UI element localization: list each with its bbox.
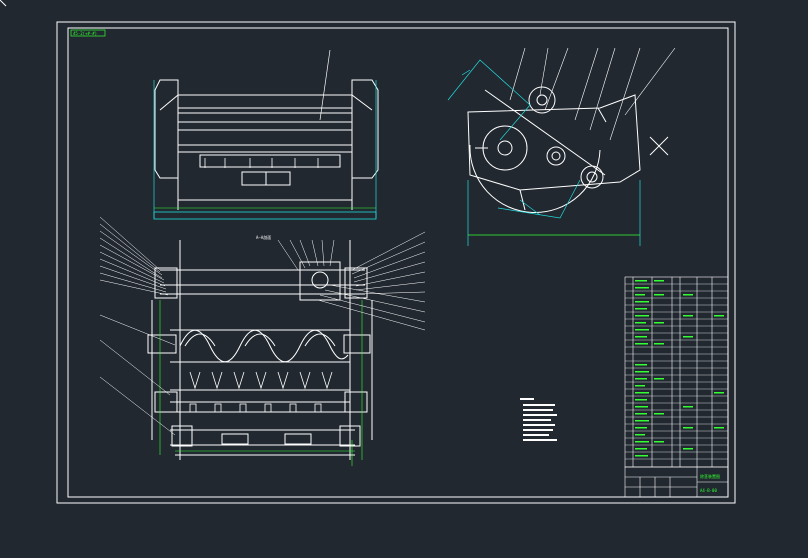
front-view [147,240,373,460]
front-view-dims [159,300,363,466]
title-block [624,466,729,498]
parts-list-rows [625,283,728,460]
technical-notes [520,398,557,441]
side-view [467,47,676,214]
header-tag: 45·2(+#·#) [73,31,97,36]
leaders-left [99,216,176,436]
corner-mark [0,0,7,7]
side-view-dims [447,59,641,246]
sheet-outer-border [56,21,736,504]
drawing-title: 除茎装置图 [700,473,720,479]
sheet-inner-border [67,27,729,498]
top-view-frame [153,211,377,220]
header-tag-box [70,29,106,37]
section-label: A—A剖面 [256,234,271,240]
drawing-code: A4·B-00 [700,488,717,493]
parts-list-marks [635,280,724,457]
top-view [154,49,379,210]
leaders-right [277,231,426,331]
